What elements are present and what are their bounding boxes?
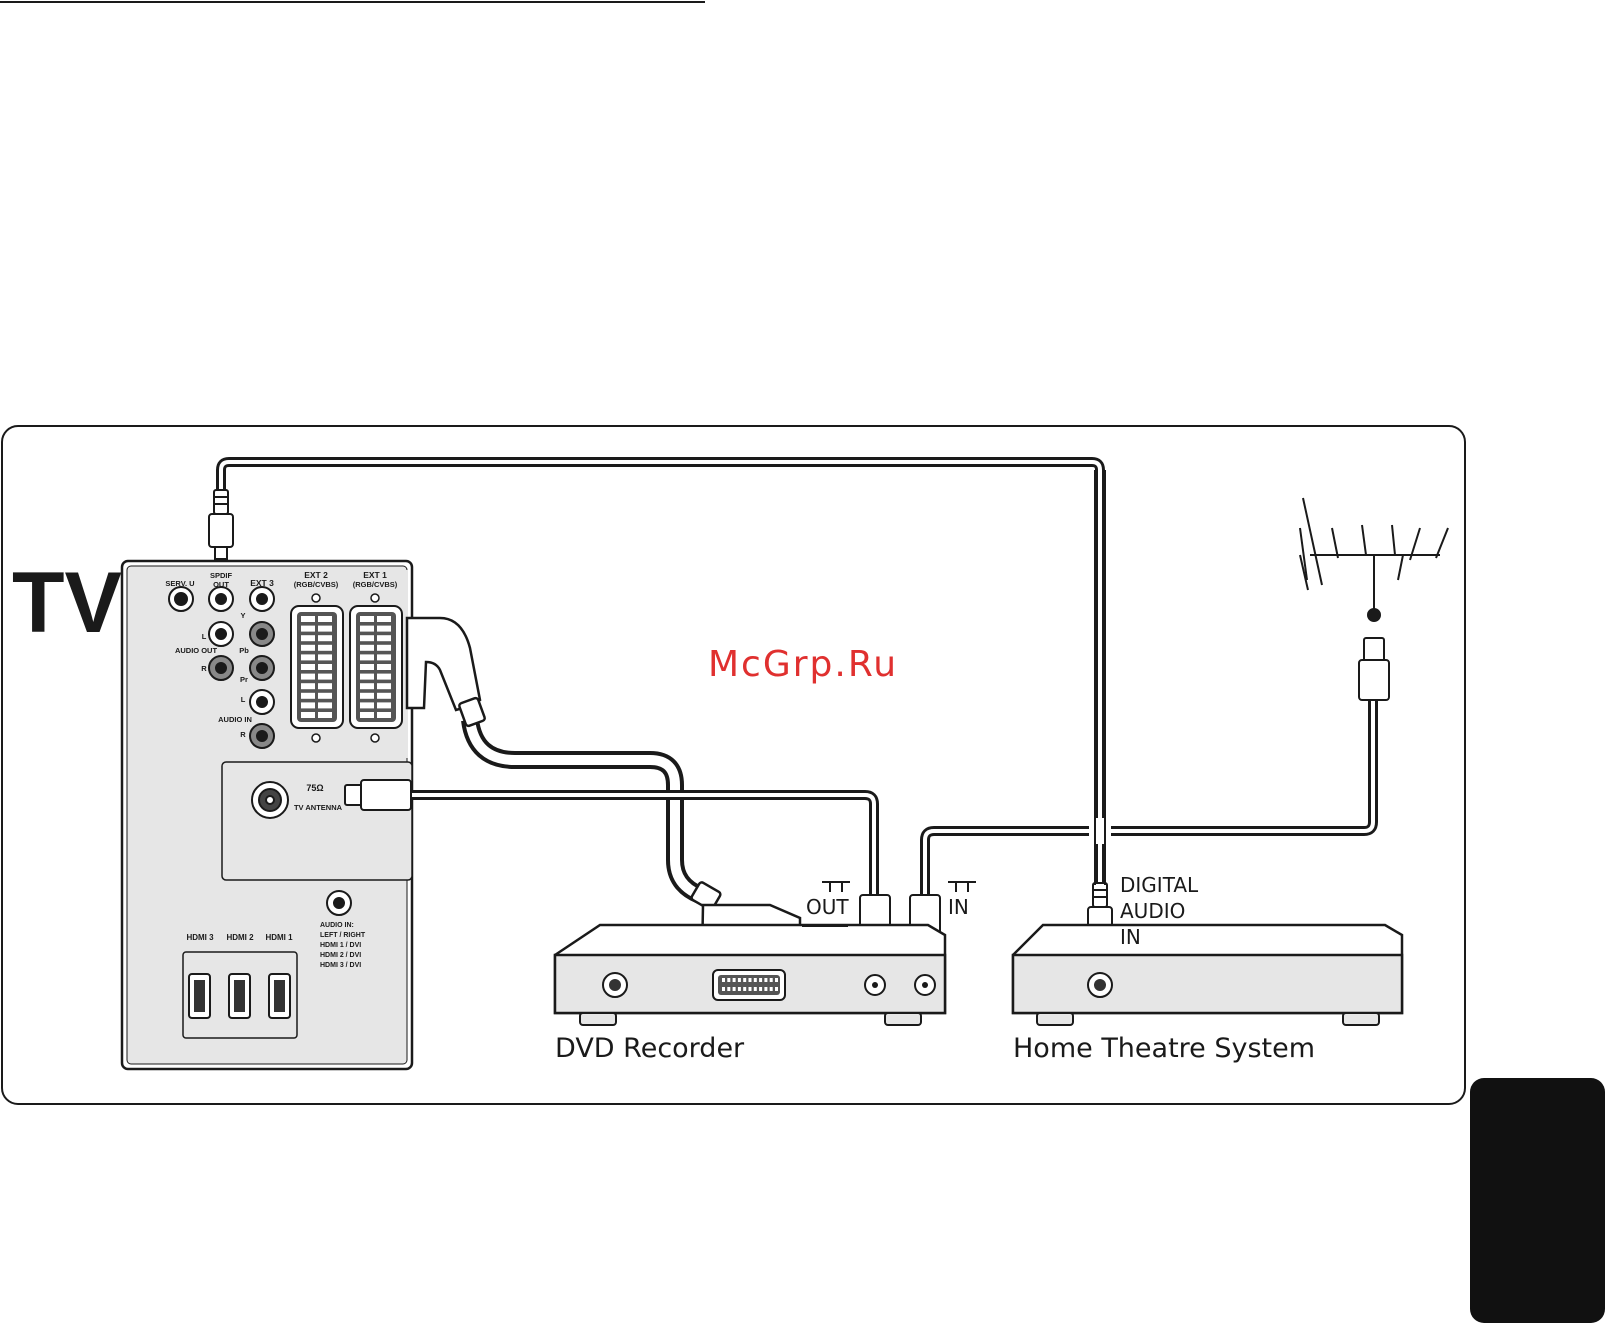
dvd-in-jack	[915, 975, 935, 995]
ext1-scart	[350, 594, 402, 742]
tv-antenna-plug	[345, 780, 411, 810]
ext2-scart	[291, 594, 343, 742]
label-hdmi1: HDMI 1	[265, 933, 293, 942]
home-theatre-label: Home Theatre System	[1013, 1033, 1315, 1064]
audio-out-r-jack	[209, 656, 233, 680]
label-audio-out: AUDIO OUT	[175, 646, 218, 655]
label-ext1: EXT 1	[363, 570, 387, 580]
dvd-in-label: IN	[948, 895, 969, 919]
spdif-out-jack	[209, 587, 233, 611]
spdif-plug	[209, 490, 233, 559]
audio-in-hdmi-jack	[327, 891, 351, 915]
antenna-jack	[252, 782, 288, 818]
dvd-recorder-label: DVD Recorder	[555, 1033, 745, 1064]
label-audio-in: AUDIO IN	[218, 715, 252, 724]
hdmi3-port	[189, 974, 210, 1018]
label-tv-antenna: TV ANTENNA	[294, 803, 343, 812]
label-hdmi3-dvi: HDMI 3 / DVI	[320, 962, 361, 969]
hts-digital-label: DIGITAL	[1120, 873, 1199, 897]
dvd-out-label: OUT	[806, 895, 849, 919]
hts-digital-jack	[1088, 973, 1112, 997]
hdmi-ports	[189, 974, 290, 1018]
ext3-pb-jack	[250, 622, 274, 646]
scart-cable	[470, 720, 700, 895]
audio-in-l-jack	[250, 690, 274, 714]
label-ext2-sub: (RGB/CVBS)	[294, 580, 339, 589]
label-hdmi3: HDMI 3	[186, 933, 214, 942]
label-hdmi2: HDMI 2	[226, 933, 254, 942]
label-hdmi2-dvi: HDMI 2 / DVI	[320, 952, 361, 959]
ext3-y-jack	[250, 587, 274, 611]
rf-cable-tv	[410, 795, 874, 897]
label-pb: Pb	[239, 646, 249, 655]
label-l-in: L	[241, 695, 246, 704]
label-spdif: SPDIF	[210, 571, 233, 580]
label-left-right: LEFT / RIGHT	[320, 932, 366, 939]
antenna-icon	[1300, 498, 1448, 621]
rf-cable-antenna	[925, 700, 1373, 897]
audio-out-l-jack	[209, 622, 233, 646]
ext3-pr-jack	[250, 656, 274, 680]
label-hdmi1-dvi: HDMI 1 / DVI	[320, 942, 361, 949]
label-audio-in-hdmi: AUDIO IN:	[320, 922, 354, 929]
label-ohm: 75Ω	[306, 783, 323, 793]
label-r-in: R	[240, 730, 246, 739]
side-tab	[1470, 1078, 1605, 1323]
label-ext2: EXT 2	[304, 570, 328, 580]
dvd-front-jack	[603, 973, 627, 997]
label-ext1-sub: (RGB/CVBS)	[353, 580, 398, 589]
dvd-out-jack	[865, 975, 885, 995]
tv-scart-plug	[407, 618, 486, 727]
label-r-out: R	[201, 664, 207, 673]
hdmi1-port	[269, 974, 290, 1018]
label-l-out: L	[202, 632, 207, 641]
label-pr: Pr	[240, 675, 248, 684]
aerial-in-icon	[948, 882, 976, 892]
hdmi2-port	[229, 974, 250, 1018]
home-theatre-system	[1013, 925, 1402, 1025]
serv-u-jack	[169, 587, 193, 611]
audio-in-r-jack	[250, 724, 274, 748]
antenna-plug	[1359, 638, 1389, 700]
hts-audio-label: AUDIO	[1120, 899, 1185, 923]
watermark: McGrp.Ru	[708, 644, 898, 685]
dvd-scart-socket	[713, 970, 785, 1000]
label-y: Y	[240, 611, 245, 620]
hts-in-label: IN	[1120, 925, 1141, 949]
tv-title: TV	[12, 555, 122, 651]
aerial-out-icon	[822, 882, 850, 892]
dvd-recorder	[555, 925, 945, 1025]
